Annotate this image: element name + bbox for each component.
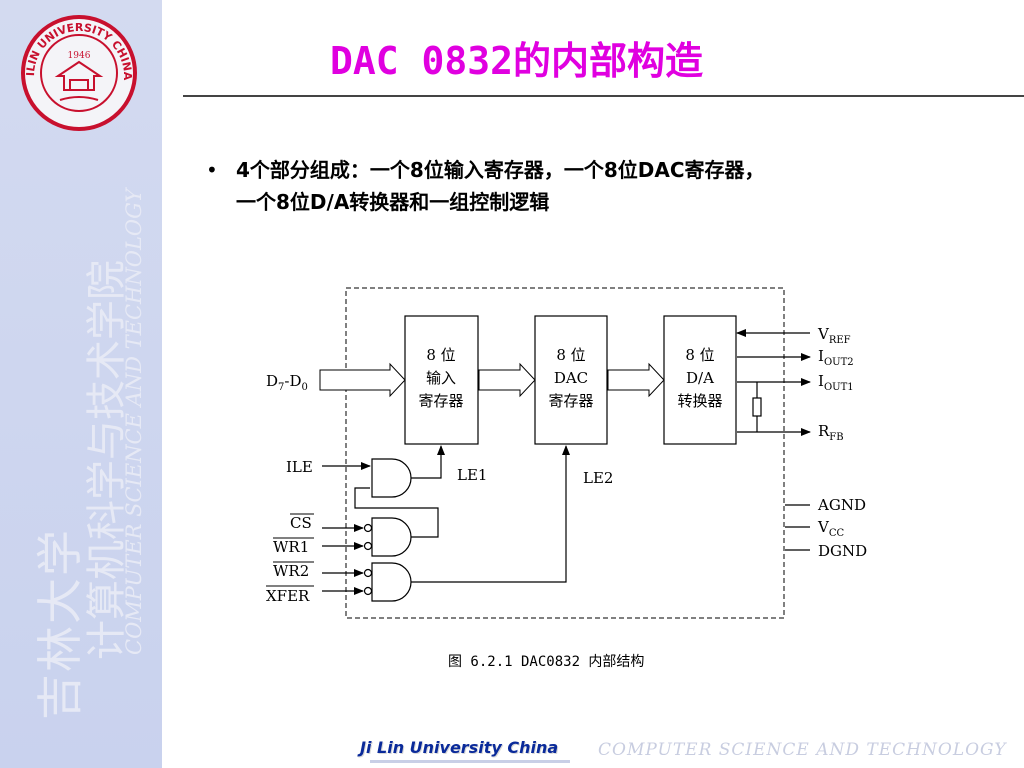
- bullet-line-1: 4个部分组成：一个8位输入寄存器，一个8位DAC寄存器，: [236, 158, 765, 182]
- agnd-pin-label: AGND: [817, 496, 866, 514]
- input-reg-line-3: 寄存器: [418, 392, 463, 410]
- sidebar: JILIN UNIVERSITY CHINA 1946 吉林大学 计算机科学与技…: [0, 0, 162, 768]
- chip-boundary: [345, 287, 785, 619]
- bullet-marker: •: [206, 158, 218, 182]
- dac-reg-line-3: 寄存器: [548, 392, 593, 410]
- and-gate-1: [371, 458, 412, 498]
- cs-label: CS: [290, 514, 312, 532]
- page-title: DAC 0832的内部构造: [330, 39, 704, 83]
- wr2-label: WR2: [273, 562, 309, 580]
- input-reg-line-1: 8 位: [426, 346, 455, 364]
- input-register-block: [404, 315, 479, 445]
- ile-label: ILE: [286, 458, 313, 476]
- input-reg-line-2: 输入: [426, 369, 456, 387]
- xfer-label: XFER: [266, 587, 310, 605]
- le1-label: LE1: [457, 466, 487, 484]
- footer-university-brand: Ji Lin University China: [360, 738, 559, 757]
- and-gate-2: [371, 517, 412, 557]
- bus-arrow-1: [478, 362, 536, 398]
- title-divider: [183, 95, 1024, 97]
- bus-arrow-2: [607, 362, 665, 398]
- footer-underline: [370, 760, 570, 763]
- converter-line-3: 转换器: [677, 392, 722, 410]
- iout1-pin-label: IOUT1: [818, 372, 854, 393]
- vcc-pin-label: VCC: [817, 518, 844, 539]
- footer-department: COMPUTER SCIENCE AND TECHNOLOGY: [598, 740, 1007, 760]
- vref-pin-label: VREF: [817, 325, 851, 346]
- bullet-text: 4个部分组成：一个8位输入寄存器，一个8位DAC寄存器， 一个8位D/A转换器和…: [236, 154, 976, 218]
- dac-reg-line-2: DAC: [554, 369, 588, 387]
- converter-line-2: D/A: [686, 369, 714, 387]
- converter-line-1: 8 位: [685, 346, 714, 364]
- bullet-line-2: 一个8位D/A转换器和一组控制逻辑: [236, 190, 550, 214]
- dac-register-block: [534, 315, 608, 445]
- dac-reg-line-1: 8 位: [556, 346, 585, 364]
- university-seal-icon: JILIN UNIVERSITY CHINA 1946: [20, 14, 137, 131]
- le2-label: LE2: [583, 469, 613, 487]
- and-gate-3: [371, 562, 412, 602]
- iout2-pin-label: IOUT2: [818, 347, 854, 368]
- dgnd-pin-label: DGND: [818, 542, 867, 560]
- input-bus-arrow: [319, 362, 406, 398]
- svg-text:1946: 1946: [68, 51, 91, 61]
- rfb-pin-label: RFB: [818, 422, 844, 443]
- wr1-label: WR1: [273, 538, 309, 556]
- data-input-label: D7-D0: [266, 372, 308, 393]
- figure-caption: 图 6.2.1 DAC0832 内部结构: [448, 654, 644, 670]
